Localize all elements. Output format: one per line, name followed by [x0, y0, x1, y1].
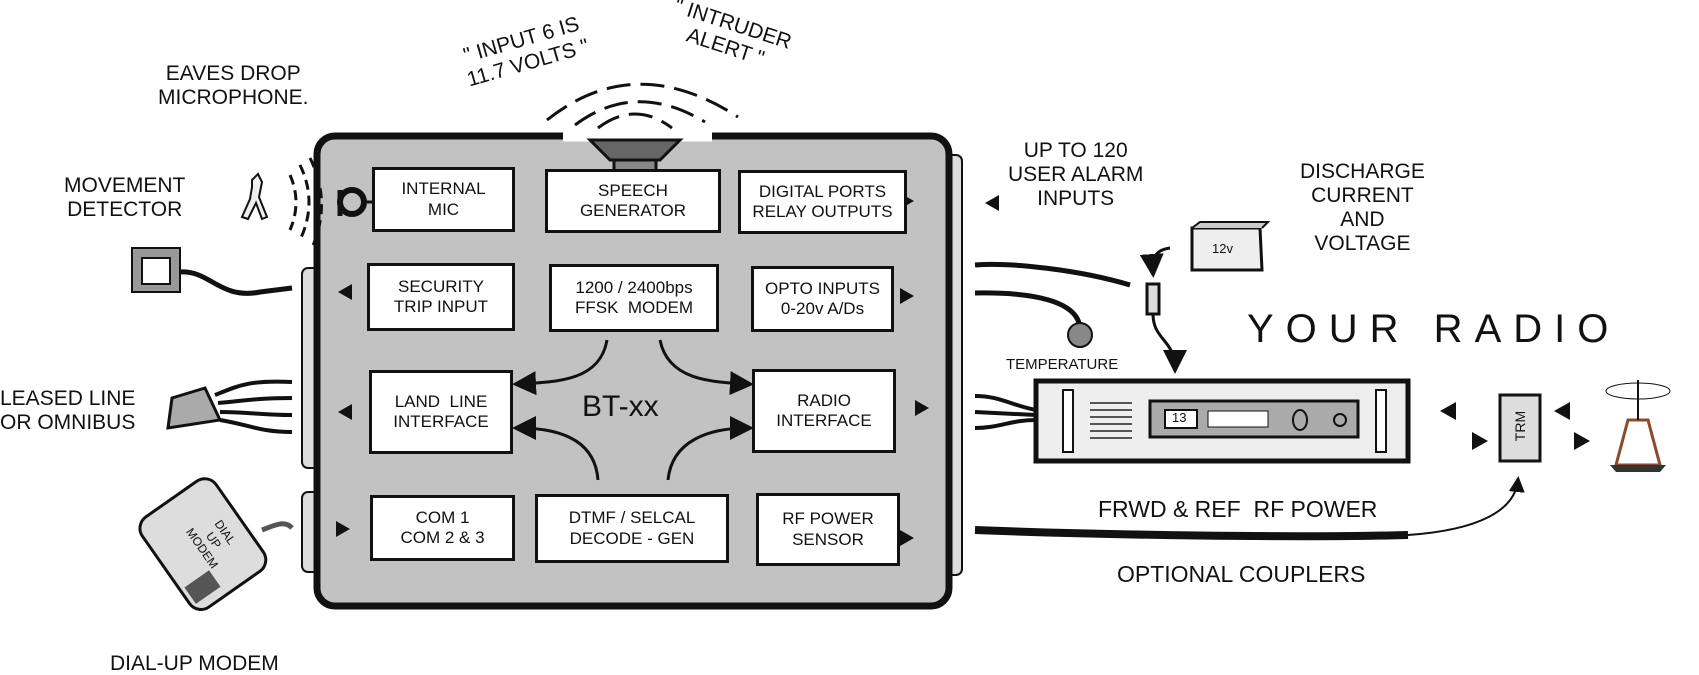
- mic-sound-waves-icon: [288, 157, 323, 249]
- your-radio-title: YOUR RADIO: [1247, 307, 1621, 351]
- temperature-sensor-icon: [1067, 322, 1093, 348]
- temperature-label: TEMPERATURE: [1006, 356, 1119, 373]
- radio-channel-display: 13: [1172, 410, 1187, 425]
- discharge-label: DISCHARGE CURRENT AND VOLTAGE: [1300, 160, 1425, 256]
- block-dtmf-selcal: DTMF / SELCAL DECODE - GEN: [535, 494, 729, 563]
- internal-flow-arrows: [512, 339, 754, 481]
- leased-line-label: LEASED LINE OR OMNIBUS: [0, 387, 136, 435]
- speaker-icon: [586, 138, 684, 162]
- alarm-input-cables: [974, 261, 1131, 331]
- block-speech-generator: SPEECH GENERATOR: [545, 169, 721, 233]
- block-radio-interface: RADIO INTERFACE: [752, 369, 896, 453]
- trm-coupler-icon: [1498, 393, 1542, 463]
- dial-up-caption: DIAL-UP MODEM: [110, 652, 279, 675]
- battery-label: 12v: [1212, 241, 1233, 256]
- block-internal-mic: INTERNAL MIC: [372, 167, 515, 232]
- sensor-cable: [179, 269, 293, 296]
- sound-waves-icon: [546, 82, 739, 130]
- block-land-line: LAND LINE INTERFACE: [369, 370, 513, 454]
- eaves-drop-label: EAVES DROP MICROPHONE.: [158, 62, 309, 110]
- trm-arrows: [1440, 402, 1590, 450]
- rf-power-cable: [974, 526, 1409, 541]
- trm-label: TRM: [1512, 410, 1529, 442]
- user-alarm-label: UP TO 120 USER ALARM INPUTS: [1008, 139, 1144, 211]
- block-ffsk-modem: 1200 / 2400bps FFSK MODEM: [549, 264, 719, 332]
- device-model-label: BT-xx: [582, 390, 659, 423]
- block-digital-ports: DIGITAL PORTS RELAY OUTPUTS: [738, 170, 907, 234]
- block-rf-power: RF POWER SENSOR: [756, 493, 900, 566]
- movement-detector-label: MOVEMENT DETECTOR: [64, 174, 186, 222]
- antenna-tower-icon: [1605, 380, 1671, 472]
- frwd-ref-label: FRWD & REF RF POWER: [1098, 496, 1378, 522]
- optional-couplers-label: OPTIONAL COUPLERS: [1117, 561, 1366, 587]
- leased-line-cable-icon: [166, 386, 223, 430]
- block-opto-inputs: OPTO INPUTS 0-20v A/Ds: [751, 266, 894, 332]
- block-security-trip: SECURITY TRIP INPUT: [367, 263, 515, 331]
- shunt-icon: [1145, 282, 1161, 316]
- dial-up-modem-icon: [138, 477, 268, 611]
- block-com-ports: COM 1 COM 2 & 3: [370, 495, 515, 561]
- person-icon: [240, 172, 269, 221]
